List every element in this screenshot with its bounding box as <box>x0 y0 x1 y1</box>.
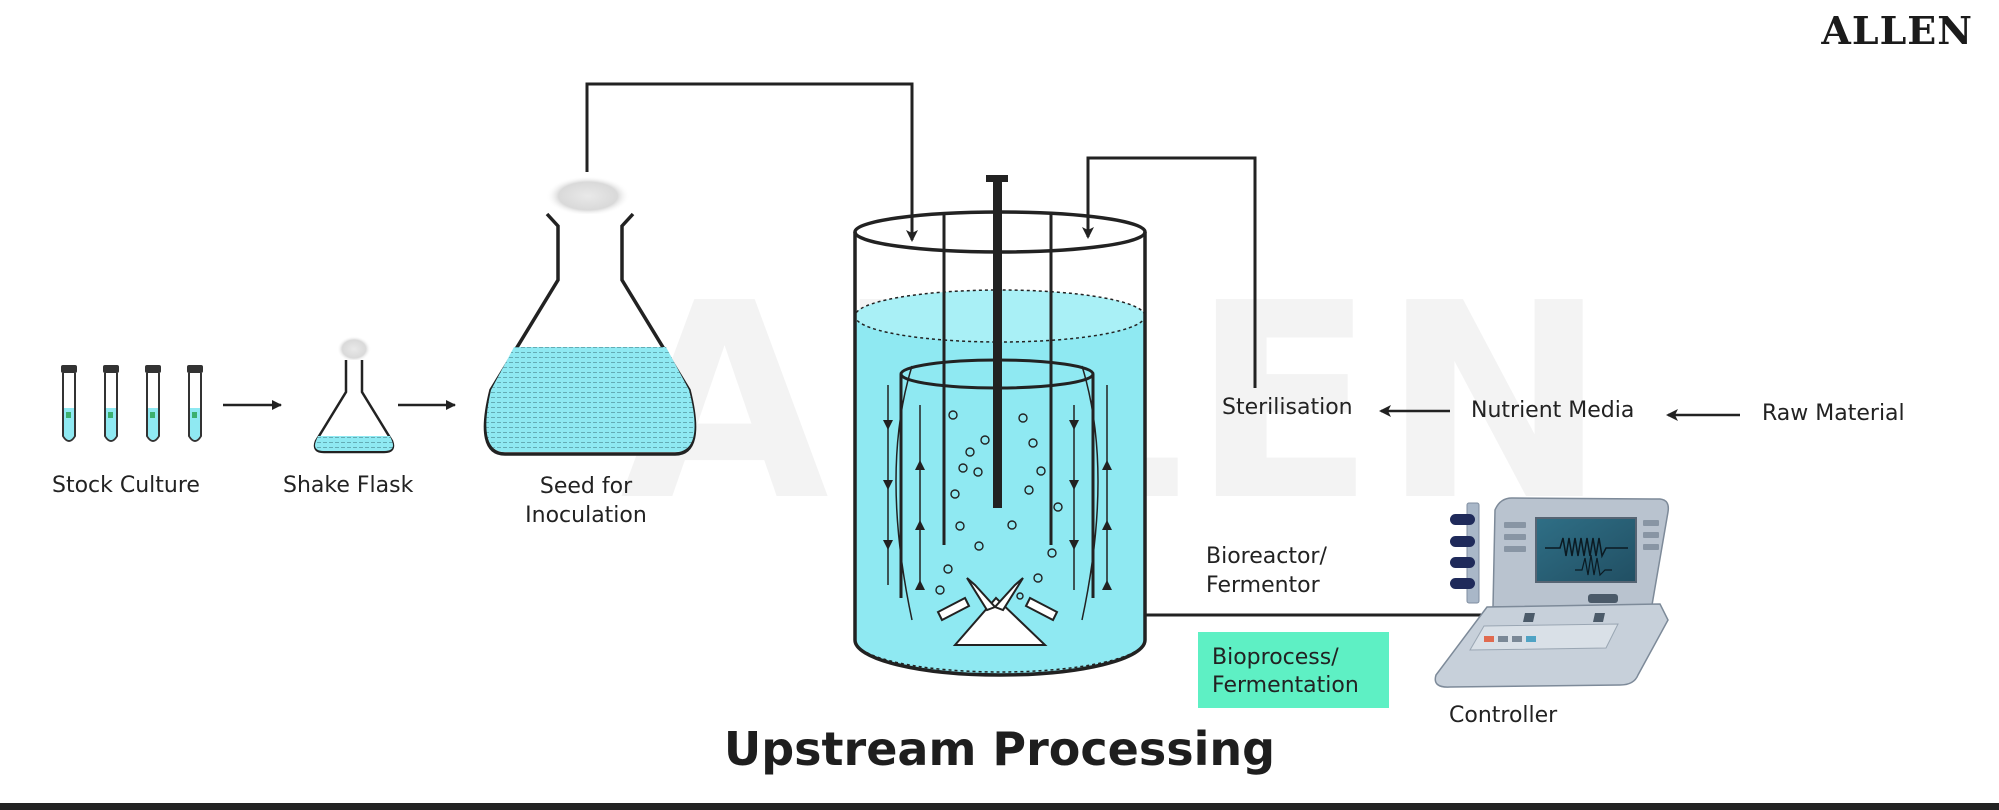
test-tube-icon <box>61 364 204 442</box>
inoculation-line <box>585 82 918 242</box>
shake-flask-label: Shake Flask <box>283 473 414 498</box>
bottom-border <box>0 803 1999 810</box>
bioreactor-label: Bioreactor/ Fermentor <box>1206 544 1327 598</box>
nutrient-media-label: Nutrient Media <box>1471 398 1635 423</box>
bioreactor-icon <box>853 175 1147 677</box>
diagram-title: Upstream Processing <box>723 722 1276 776</box>
seed-inoculation-label: Seed for Inoculation <box>525 474 647 528</box>
controller-label: Controller <box>1449 703 1558 728</box>
stock-culture-label: Stock Culture <box>52 473 200 498</box>
conical-flask-icon <box>313 336 395 454</box>
sterilisation-label: Sterilisation <box>1222 395 1353 420</box>
bioprocess-highlight-box: Bioprocess/ Fermentation <box>1198 632 1389 708</box>
sterilisation-line <box>1082 156 1257 388</box>
raw-material-label: Raw Material <box>1762 401 1905 426</box>
brand-logo: ALLEN <box>1821 8 1973 53</box>
controller-device-icon <box>1434 497 1670 688</box>
conical-flask-icon <box>483 176 697 456</box>
